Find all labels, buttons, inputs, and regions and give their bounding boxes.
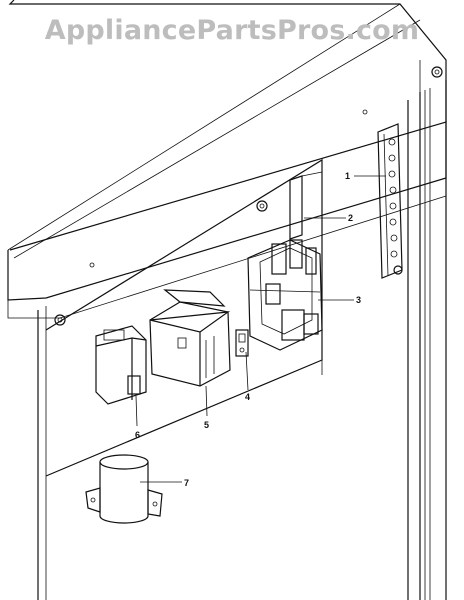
callout-3: 3	[356, 295, 361, 305]
terminal-block	[377, 123, 403, 279]
callout-labels: 1 2 3 4 5 6 7	[135, 171, 361, 488]
small-relay	[235, 329, 249, 357]
callout-6: 6	[135, 430, 140, 440]
transformer	[149, 289, 231, 387]
leader-lines	[135, 175, 386, 483]
relay	[95, 325, 147, 405]
callout-1: 1	[345, 171, 350, 181]
mounting-panel	[289, 171, 323, 240]
callout-5: 5	[204, 420, 209, 430]
callout-2: 2	[348, 213, 353, 223]
contactor	[247, 239, 323, 351]
cabinet-frame	[7, 0, 447, 600]
watermark-logo: AppliancePartsPros.com	[44, 15, 420, 46]
callout-7: 7	[184, 478, 189, 488]
callout-4: 4	[245, 392, 250, 402]
capacitor	[85, 454, 163, 524]
